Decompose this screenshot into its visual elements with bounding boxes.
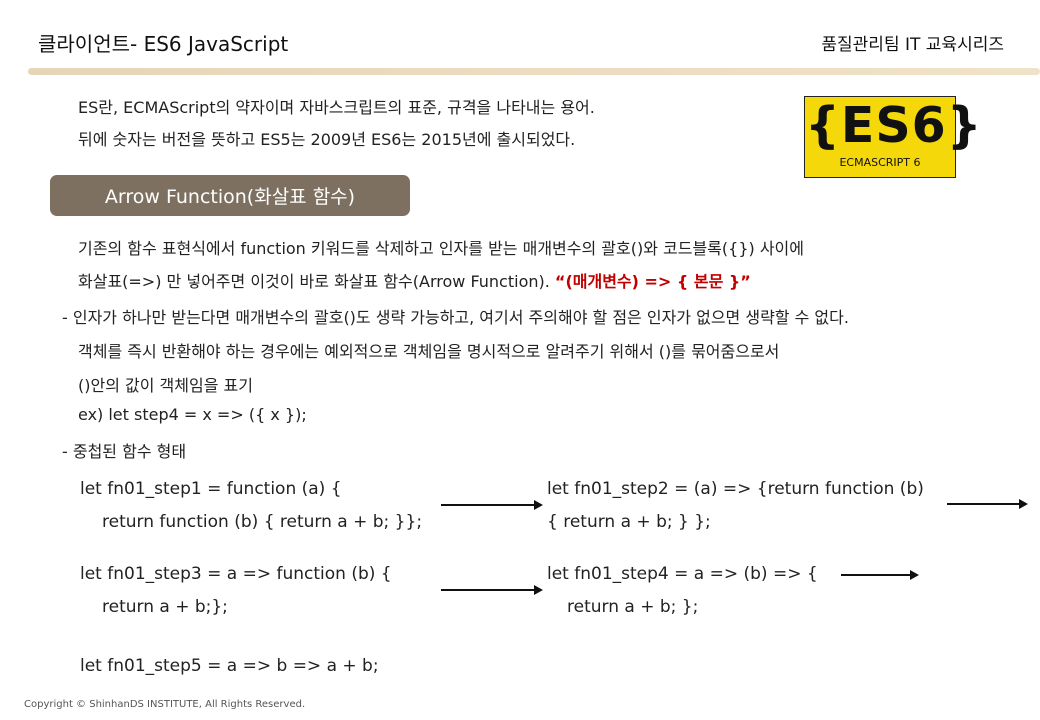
arrow-syntax-highlight: “(매개변수) => { 본문 }” bbox=[554, 272, 751, 291]
code-step4-line1: let fn01_step4 = a => (b) => { bbox=[547, 564, 818, 584]
body-line-5: ()안의 값이 객체임을 표기 bbox=[78, 376, 253, 395]
code-step1-line2: return function (b) { return a + b; }}; bbox=[102, 512, 423, 532]
header-divider bbox=[28, 68, 1040, 75]
code-step3-line2: return a + b;}; bbox=[102, 597, 228, 617]
intro-paragraph: ES란, ECMAScript의 약자이며 자바스크립트의 표준, 규격을 나타… bbox=[78, 92, 595, 156]
body-line-2: 화살표(=>) 만 넣어주면 이것이 바로 화살표 함수(Arrow Funct… bbox=[78, 268, 751, 292]
body-line-1: 기존의 함수 표현식에서 function 키워드를 삭제하고 인자를 받는 매… bbox=[78, 239, 804, 258]
code-step5-line1: let fn01_step5 = a => b => a + b; bbox=[80, 656, 379, 676]
intro-line-2: 뒤에 숫자는 버전을 뜻하고 ES5는 2009년 ES6는 2015년에 출시… bbox=[78, 130, 576, 149]
es6-logo-mark: {ES6} bbox=[805, 97, 983, 154]
code-step1-line1: let fn01_step1 = function (a) { bbox=[80, 479, 342, 499]
intro-line-1: ES란, ECMAScript의 약자이며 자바스크립트의 표준, 규격을 나타… bbox=[78, 98, 595, 117]
code-step3-line1: let fn01_step3 = a => function (b) { bbox=[80, 564, 392, 584]
es6-logo-caption: ECMASCRIPT 6 bbox=[839, 156, 921, 169]
body-line-7: - 중첩된 함수 형태 bbox=[62, 442, 187, 461]
arrow-step3-to-step4-icon bbox=[441, 585, 543, 595]
body-line-6-example: ex) let step4 = x => ({ x }); bbox=[78, 405, 307, 424]
section-heading-text: Arrow Function(화살표 함수) bbox=[104, 186, 356, 208]
copyright-footer: Copyright © ShinhanDS INSTITUTE, All Rig… bbox=[24, 699, 306, 710]
arrow-step4-to-step5-icon bbox=[841, 570, 919, 580]
body-line-4: 객체를 즉시 반환해야 하는 경우에는 예외적으로 객체임을 명시적으로 알려주… bbox=[78, 342, 780, 361]
body-line-3: - 인자가 하나만 받는다면 매개변수의 괄호()도 생략 가능하고, 여기서 … bbox=[62, 308, 849, 327]
code-step2-line2: { return a + b; } }; bbox=[547, 512, 711, 532]
section-heading: Arrow Function(화살표 함수) bbox=[50, 175, 410, 216]
es6-logo: {ES6} ECMASCRIPT 6 bbox=[804, 96, 983, 178]
slide-title: 클라이언트- ES6 JavaScript bbox=[38, 32, 289, 56]
code-step2-line1: let fn01_step2 = (a) => {return function… bbox=[547, 479, 924, 499]
arrow-step1-to-step2-icon bbox=[441, 500, 543, 510]
series-label: 품질관리팀 IT 교육시리즈 bbox=[821, 35, 1004, 55]
code-step4-line2: return a + b; }; bbox=[567, 597, 699, 617]
body-line-2-text: 화살표(=>) 만 넣어주면 이것이 바로 화살표 함수(Arrow Funct… bbox=[78, 272, 555, 291]
arrow-step2-to-step3-icon bbox=[947, 499, 1028, 509]
